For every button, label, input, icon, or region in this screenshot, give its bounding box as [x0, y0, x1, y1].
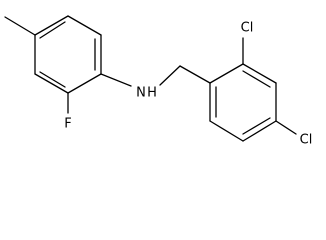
bond-methylene-to-ring2: [179, 65, 211, 84]
bond-ring2-double-top: [242, 70, 271, 88]
nitrogen-atom-label: N: [136, 86, 146, 101]
bond-ring1-c6-c1: [67, 15, 102, 36]
bond-ring1-double-lower-left: [39, 71, 66, 88]
bond-ring2-c1-c2: [209, 63, 244, 84]
bond-ring2-c5-c6: [209, 120, 244, 142]
left-benzene-ring: [34, 15, 102, 94]
chemical-structure-diagram: F N H Cl Cl: [4, 15, 313, 148]
bond-ring1-c3-c4: [34, 73, 69, 94]
bond-ring2-double-lower-right: [242, 117, 271, 135]
bond-ring1-c2-c3: [67, 73, 102, 94]
bond-methyl: [4, 16, 36, 36]
bond-chlorine-bottom: [275, 120, 297, 135]
fluorine-atom-label: F: [64, 117, 71, 132]
hydrogen-atom-label: H: [147, 86, 157, 101]
bond-nitrogen-to-methylene: [159, 65, 181, 86]
bond-ring1-c5-c6: [34, 15, 69, 36]
right-benzene-ring: [209, 63, 277, 142]
chlorine-top-atom-label: Cl: [241, 21, 254, 36]
chlorine-bottom-atom-label: Cl: [300, 133, 313, 148]
bond-ring1-double-upper-left: [39, 21, 66, 39]
bond-ring2-c4-c5: [242, 120, 277, 142]
bond-ring1-to-nitrogen: [100, 73, 132, 87]
bond-ring2-c2-c3: [242, 63, 277, 84]
